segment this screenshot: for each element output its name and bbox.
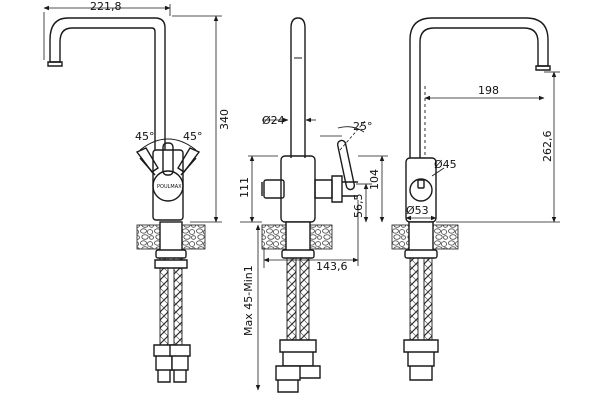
side-spout: [290, 17, 306, 158]
dim-handle-diameter: Ø24: [262, 114, 285, 127]
side-body: [280, 155, 316, 223]
dim-spout-reach-back: 198: [478, 84, 499, 97]
back-view: [391, 17, 551, 381]
dim-mount-thickness: Max 45-Min1: [242, 265, 255, 336]
side-left-nut: [263, 179, 285, 199]
back-dimension-lines: [405, 71, 560, 223]
dim-base-height: 111: [238, 177, 251, 198]
dim-hole-diameter: Ø45: [434, 158, 457, 171]
dim-spout-height: 262,6: [541, 131, 554, 163]
dim-spout-reach: 221,8: [90, 0, 122, 13]
dim-base-depth: 143,6: [316, 260, 348, 273]
back-handle-hole: [409, 178, 433, 202]
dim-base-diameter: Ø53: [406, 204, 429, 217]
side-view: [261, 17, 358, 393]
side-handle: [314, 179, 333, 199]
front-dimension-lines: [43, 4, 222, 223]
brand-label: POULMAX: [157, 184, 182, 190]
dim-total-height: 340: [218, 109, 231, 130]
dim-handle-angle: 25°: [353, 120, 373, 133]
front-view: [47, 17, 206, 383]
side-dimension-lines: [240, 117, 388, 391]
front-handle-base: [152, 170, 184, 202]
dim-angle-left: 45°: [135, 130, 155, 143]
dim-body-height: 104: [368, 169, 381, 190]
dim-body-offset: 56,5: [352, 194, 365, 219]
dim-angle-right: 45°: [183, 130, 203, 143]
